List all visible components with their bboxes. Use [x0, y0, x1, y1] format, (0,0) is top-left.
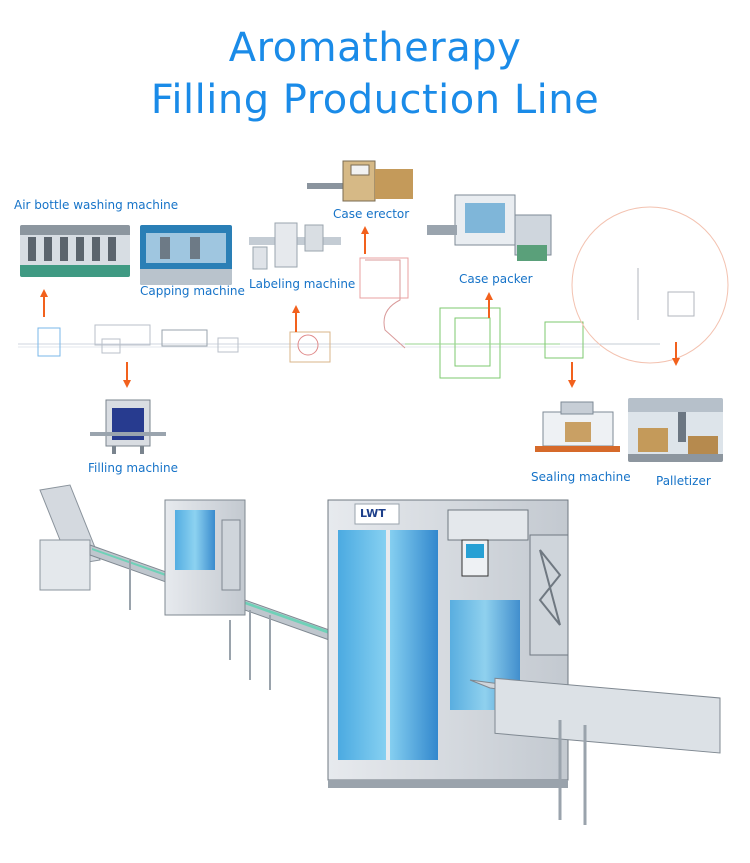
sealing-machine-label: Sealing machine: [531, 470, 631, 484]
arrow-down-icon: [123, 380, 131, 388]
arrow-stem: [43, 295, 45, 317]
labeling-machine-photo: [245, 215, 345, 275]
labeling-machine-label: Labeling machine: [249, 277, 356, 291]
palletizer-photo: [628, 398, 723, 462]
arrow-stem: [571, 362, 573, 380]
arrow-down-icon: [568, 380, 576, 388]
case-erector-photo: [305, 155, 417, 210]
sealing-machine-photo: [535, 398, 620, 460]
arrow-up-icon: [485, 292, 493, 300]
arrow-up-icon: [292, 305, 300, 313]
arrow-stem: [126, 362, 128, 380]
page-title-line-1: Aromatherapy: [228, 25, 522, 71]
arrow-stem: [364, 232, 366, 254]
filling-machine-photo: [88, 396, 168, 456]
arrow-stem: [295, 312, 297, 332]
air-bottle-washing-label: Air bottle washing machine: [14, 198, 179, 212]
arrow-down-icon: [672, 358, 680, 366]
case-erector-label: Case erector: [333, 207, 410, 221]
capping-machine-label: Capping machine: [140, 284, 245, 298]
filling-machine-label: Filling machine: [88, 461, 178, 475]
case-packer-label: Case packer: [459, 272, 533, 286]
arrow-stem: [488, 298, 490, 318]
capping-machine-photo: [140, 225, 232, 285]
case-packer-photo: [425, 185, 555, 273]
page-title-line-2: Filling Production Line: [150, 77, 600, 123]
arrow-up-icon: [361, 226, 369, 234]
air-bottle-washing-photo: [20, 225, 130, 277]
palletizer-label: Palletizer: [656, 474, 711, 488]
arrow-up-icon: [40, 289, 48, 297]
arrow-stem: [675, 342, 677, 358]
brand-logo: LWT: [360, 507, 386, 520]
